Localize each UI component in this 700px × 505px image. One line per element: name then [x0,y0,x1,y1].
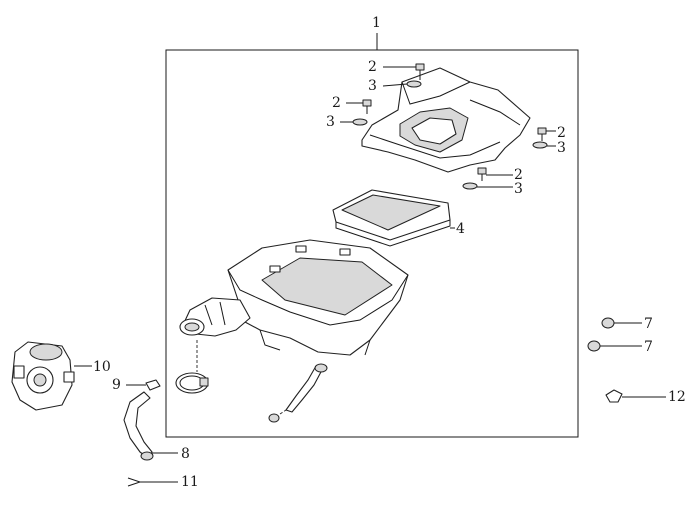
air-box-lower-housing [227,239,409,356]
breather-hose-8 [123,391,154,461]
grommet-7a [601,317,615,329]
air-box-cover [361,67,531,173]
bolt-2b [362,99,372,114]
callout-9: 9 [112,377,121,393]
clip-12 [605,389,623,403]
callout-2b: 2 [332,95,341,111]
callout-3a: 3 [368,78,377,94]
bolt-2c [537,127,547,141]
hose-clamp-9 [145,379,161,391]
intake-clamp [175,372,209,394]
callout-4: 4 [456,221,465,237]
assembly-frame [165,49,579,438]
clip-11 [127,477,142,487]
throttle-body [11,341,75,411]
intake-duct [179,297,251,337]
grommet-7b [587,340,601,352]
callout-7a: 7 [644,316,653,332]
callout-2d: 2 [514,167,523,183]
callout-8: 8 [181,446,190,462]
callout-11: 11 [181,474,199,490]
callout-3b: 3 [326,114,335,130]
callout-10: 10 [93,359,111,375]
callout-3c: 3 [557,140,566,156]
air-filter-element [332,189,451,247]
callout-2c: 2 [557,125,566,141]
callout-7b: 7 [644,339,653,355]
drain-tube [268,363,328,423]
callout-12: 12 [668,389,686,405]
callout-3d: 3 [514,181,523,197]
washer-3a [406,80,422,88]
washer-3d [462,182,478,190]
callout-1: 1 [372,15,381,31]
callout-2a: 2 [368,59,377,75]
washer-3b [352,118,368,126]
washer-3c [532,141,548,149]
bolt-2d [477,167,487,181]
